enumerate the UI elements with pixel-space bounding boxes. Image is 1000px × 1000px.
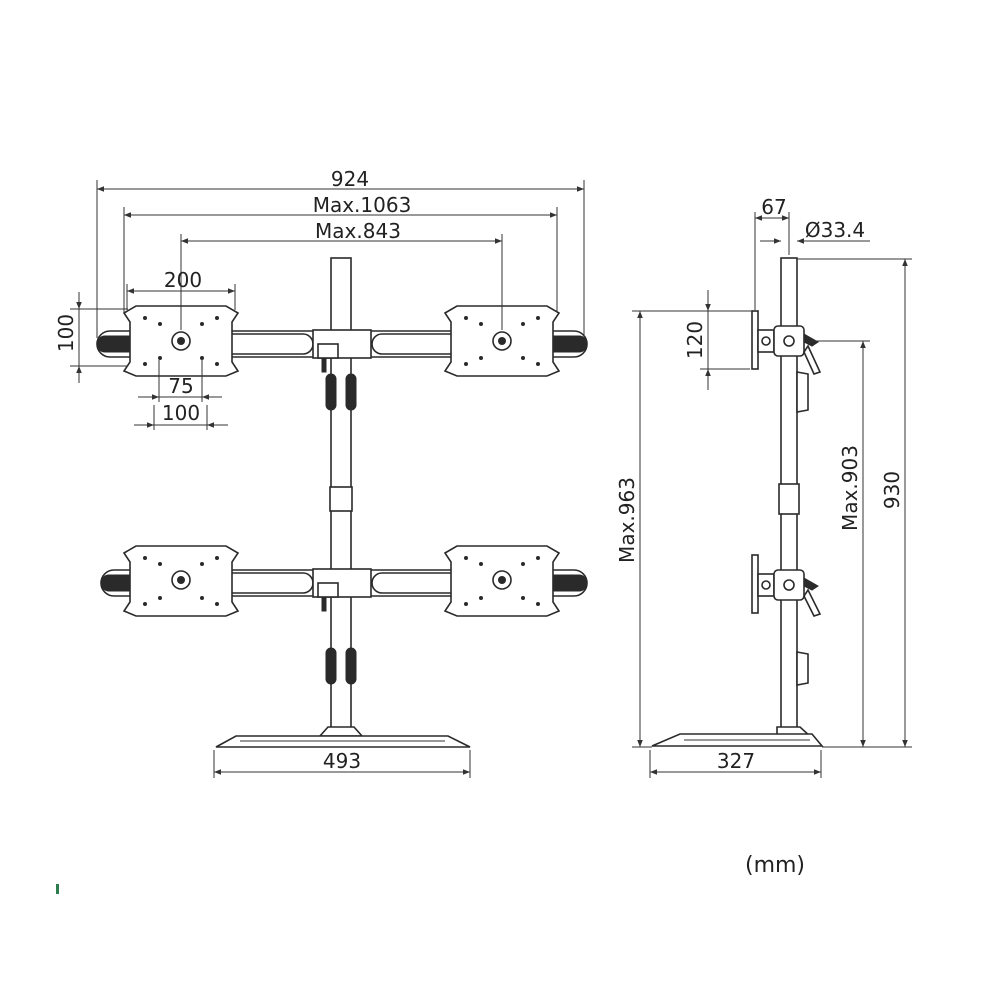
dim-max-mount-span: Max.843 [180,219,503,330]
label-base-depth: 327 [717,749,755,773]
dim-base-depth: 327 [649,749,822,778]
label-plate-height: 120 [683,321,707,359]
label-vesa-small-1: 75 [168,374,193,398]
dim-vesa-small-2: 100 [134,401,228,430]
side-base [651,726,824,747]
label-max-total-height: Max.963 [615,477,639,563]
dim-overall-width: 924 [96,167,585,338]
label-vesa-max-width: 200 [164,268,202,292]
label-arm-offset: 67 [761,195,786,219]
lower-left-vesa-plate [122,545,240,617]
front-base [215,726,471,748]
label-base-width: 493 [323,749,361,773]
side-pole [778,257,809,729]
dim-pole-diameter: Ø33.4 [760,218,870,244]
dim-vesa-small-1: 75 [138,360,222,402]
front-view: 924 Max.1063 Max.843 200 [54,167,588,778]
dim-pole-height: 930 [797,258,912,748]
label-max-mount-height: Max.903 [838,445,862,531]
dim-max-mount-height: Max.903 [810,340,870,748]
label-vesa-max-height: 100 [54,314,78,352]
dim-vesa-max-height: 100 [54,292,128,383]
dim-vesa-max-width: 200 [126,268,236,310]
front-pole [325,257,357,729]
upper-left-vesa-plate [122,305,240,377]
dim-max-total-height: Max.963 [615,310,752,748]
label-max-mount-span: Max.843 [315,219,401,243]
label-overall-width: 924 [331,167,369,191]
units-label: (mm) [745,853,805,878]
dim-base-width: 493 [213,749,471,778]
label-vesa-small-2: 100 [162,401,200,425]
label-pole-height: 930 [880,471,904,509]
dim-plate-height: 120 [683,290,750,390]
side-lower-mount [751,554,822,617]
label-pole-diameter: Ø33.4 [805,218,865,242]
upper-right-vesa-plate [443,305,561,377]
dim-arm-offset: 67 [754,195,790,310]
side-upper-mount [751,310,822,375]
side-view: 67 Ø33.4 120 Max.963 [615,195,912,778]
label-max-arm-span: Max.1063 [313,193,412,217]
corner-mark [56,884,59,894]
dim-max-arm-span: Max.1063 [123,193,558,312]
lower-right-vesa-plate [443,545,561,617]
